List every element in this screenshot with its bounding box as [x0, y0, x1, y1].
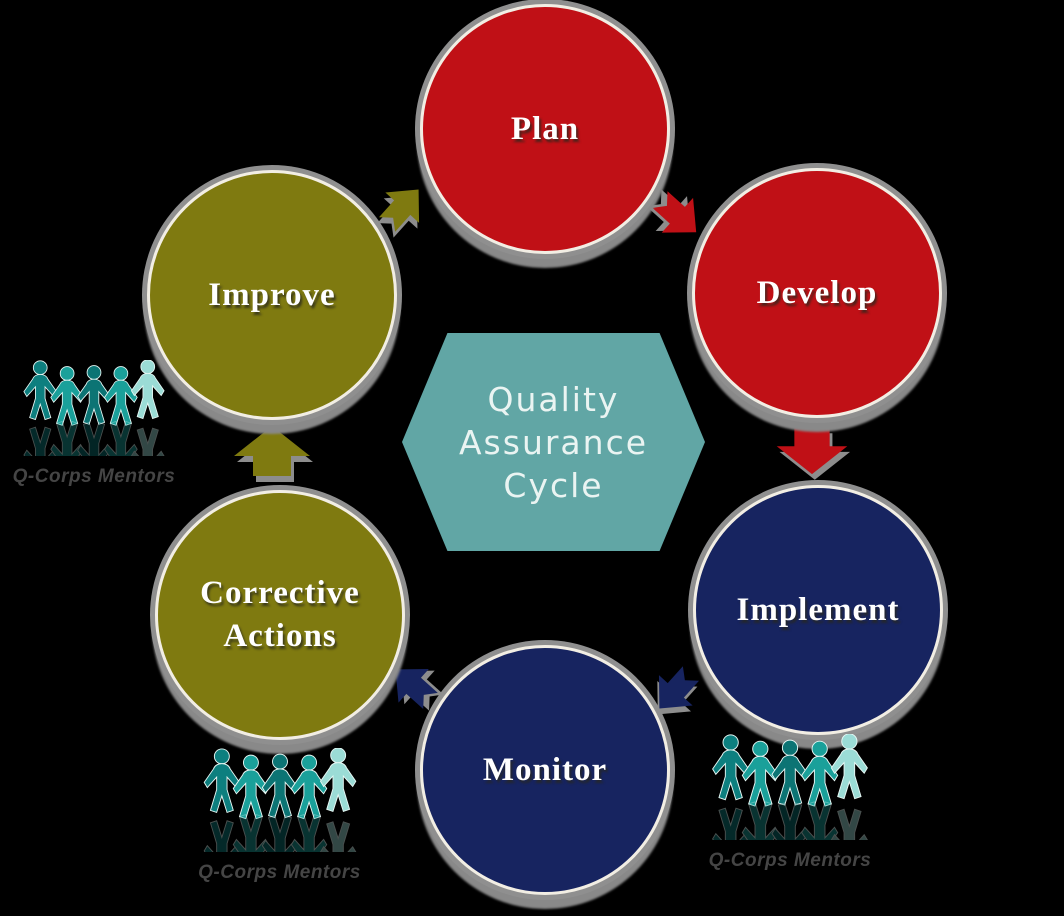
arrow-corrective-to-improve-icon: [234, 426, 313, 482]
step-circle-improve: Improve: [147, 170, 397, 420]
mentor-caption-left: Q-Corps Mentors: [12, 466, 176, 487]
center-title-line-1: Quality: [487, 379, 620, 419]
step-circle-monitor: Monitor: [420, 645, 670, 895]
mentor-group-left: Q-Corps Mentors: [10, 360, 178, 488]
people-reflection: [23, 420, 165, 456]
step-circle-implement: Implement: [693, 485, 943, 735]
mentor-group-bottom-left: Q-Corps Mentors: [192, 748, 367, 884]
step-circle-develop: Develop: [692, 168, 942, 418]
mentor-group-bottom-right: Q-Corps Mentors: [700, 734, 880, 872]
people-holding-hands-icon: [203, 748, 356, 852]
step-circle-corrective-actions: Corrective Actions: [155, 490, 405, 740]
people-holding-hands-icon: [23, 360, 165, 456]
step-circle-plan: Plan: [420, 4, 670, 254]
people-holding-hands-icon: [712, 734, 868, 840]
center-title-line-2: Assurance: [458, 422, 649, 462]
step-label-develop: Develop: [756, 274, 878, 311]
mentor-caption-bottom-left: Q-Corps Mentors: [198, 862, 361, 883]
center-hexagon: Quality Assurance Cycle: [402, 333, 705, 551]
people-reflection: [712, 801, 868, 840]
step-label-monitor: Monitor: [482, 751, 608, 788]
step-label-implement: Implement: [736, 591, 900, 628]
step-label-improve: Improve: [208, 276, 336, 313]
center-title-line-3: Cycle: [503, 465, 604, 505]
mentor-caption-bottom-right: Q-Corps Mentors: [708, 850, 872, 871]
arrow-develop-to-implement-icon: [776, 427, 851, 480]
step-label-plan: Plan: [510, 110, 580, 147]
step-label-corrective-actions: Corrective Actions: [200, 575, 360, 654]
people-reflection: [203, 814, 356, 852]
